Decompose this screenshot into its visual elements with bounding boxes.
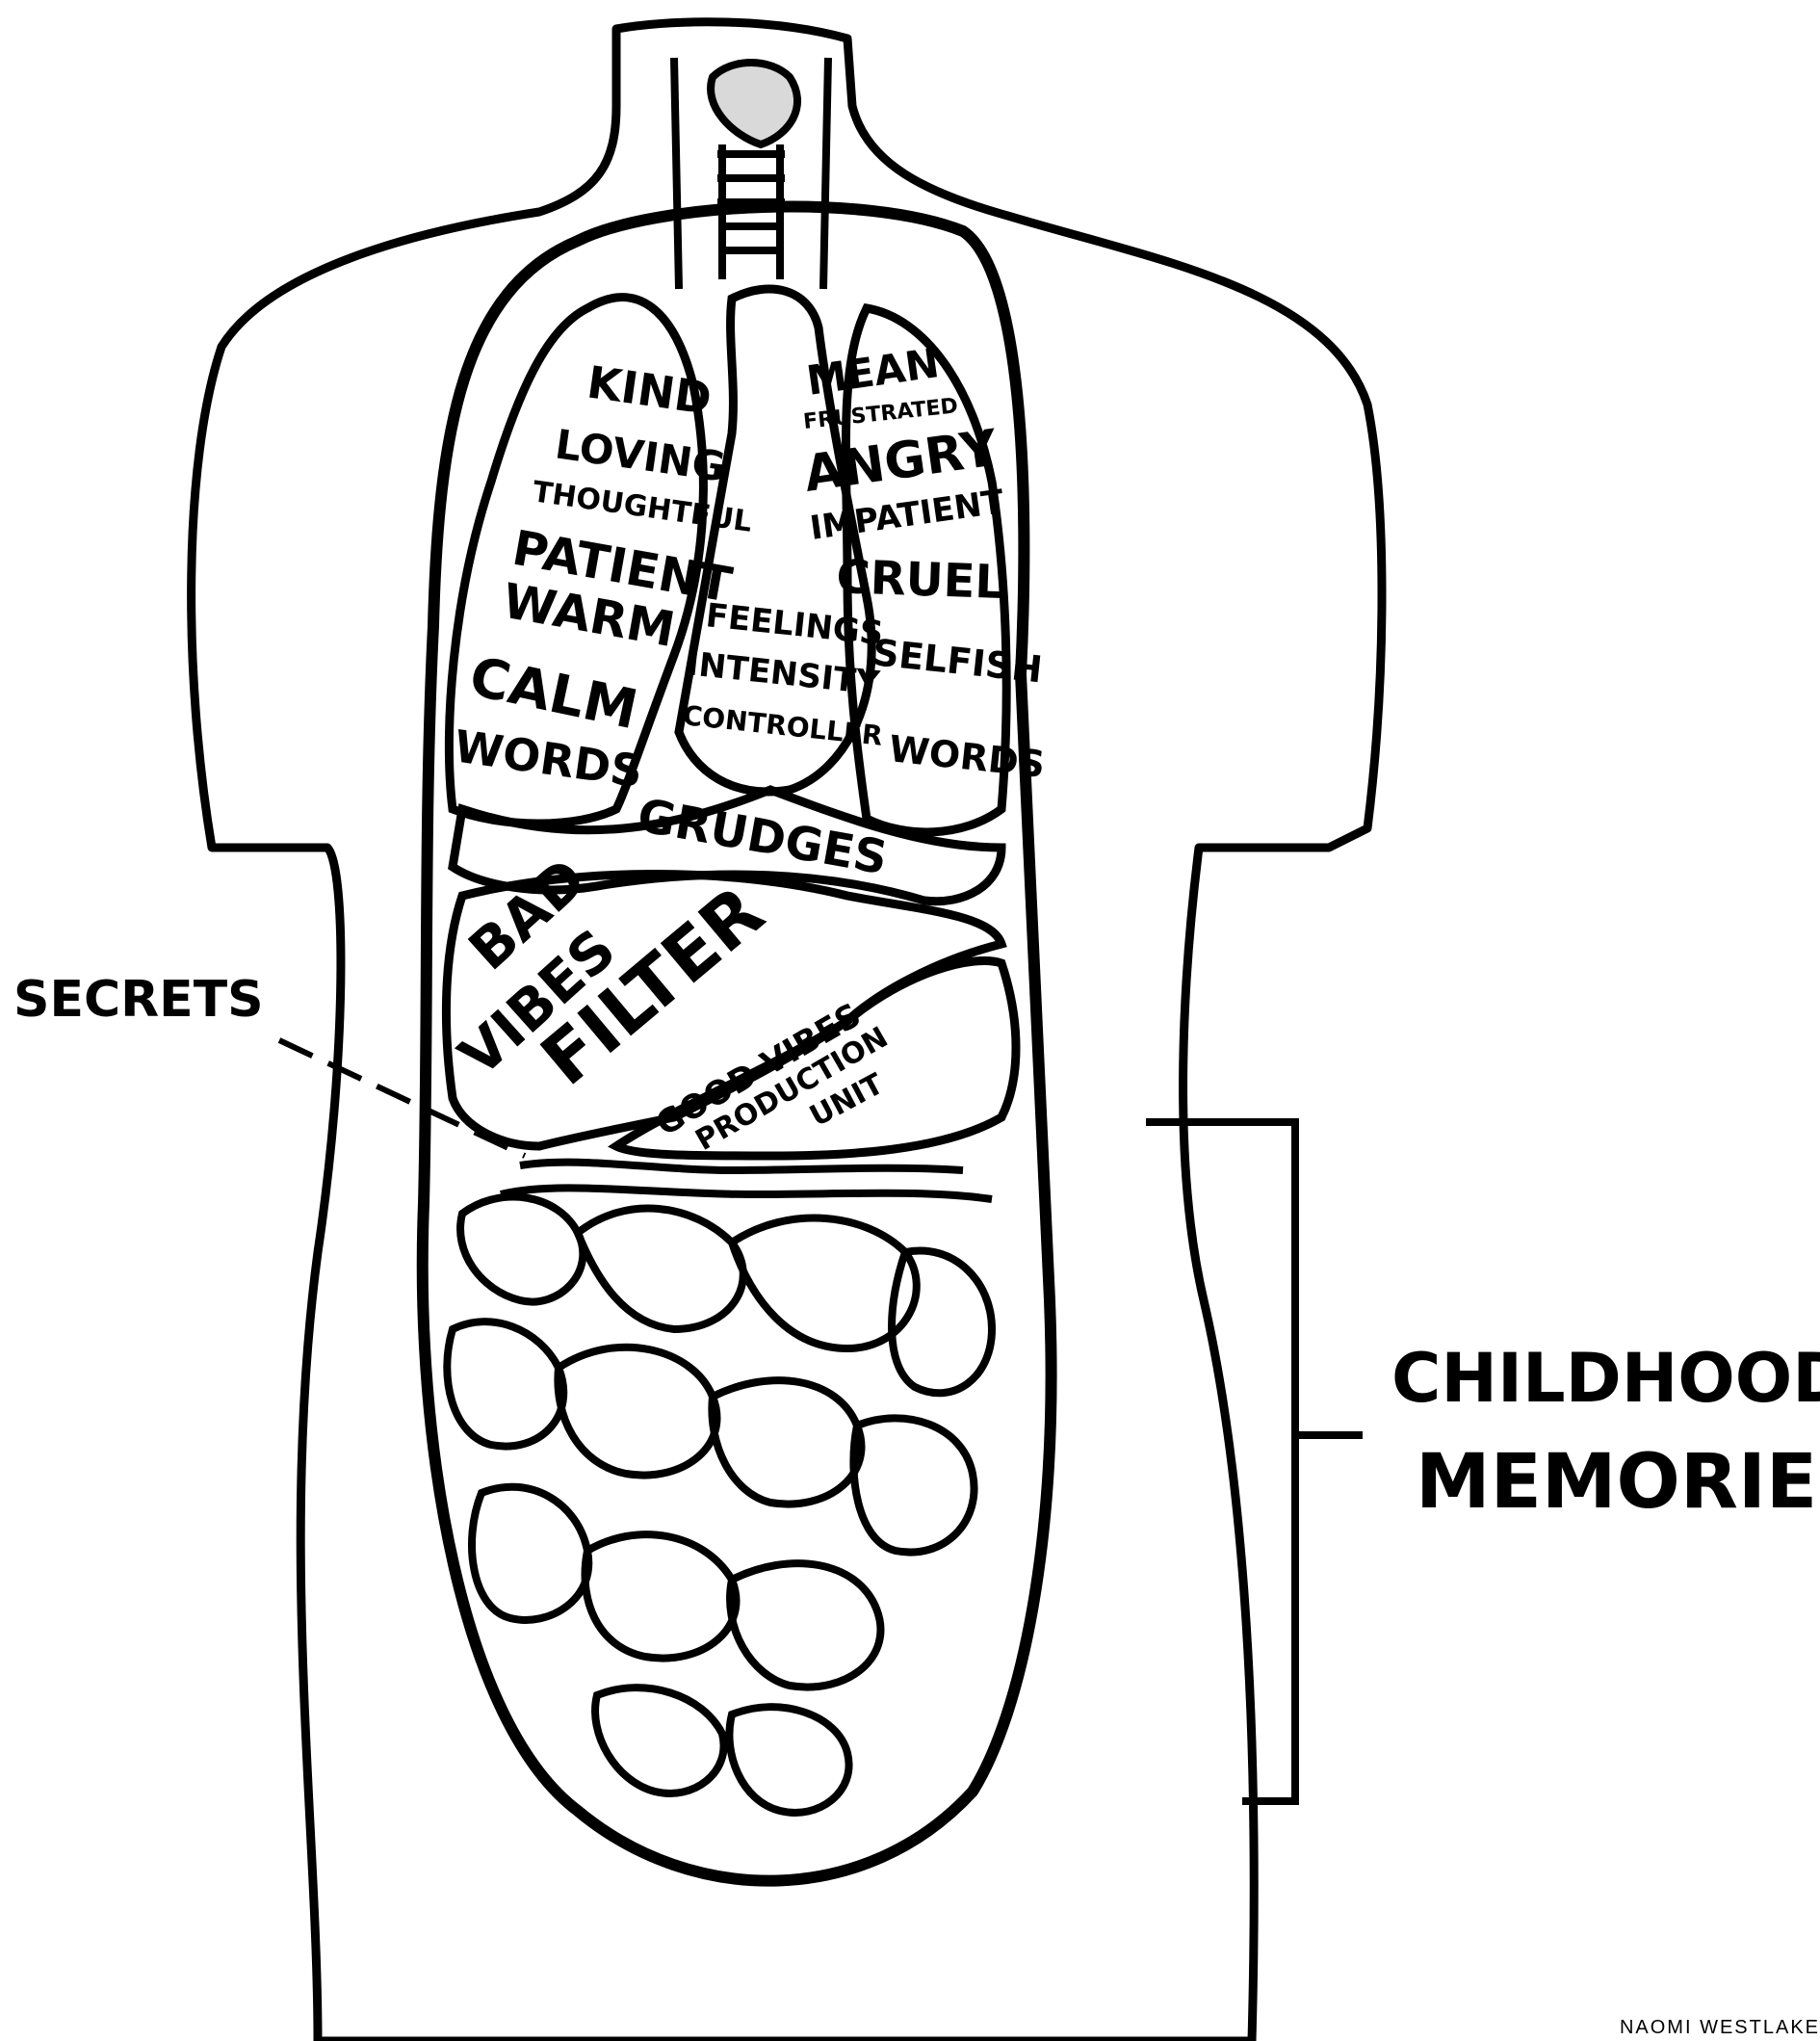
trachea	[674, 58, 828, 289]
label-kind: KIND	[584, 355, 715, 424]
label-feelings: FEELINGS	[704, 596, 885, 653]
label-cruel: CRUEL	[836, 550, 1005, 610]
intestines	[447, 1163, 992, 1813]
label-secrets: SECRETS	[13, 971, 264, 1029]
artist-credit: NAOMI WESTLAKE	[1620, 2017, 1820, 2039]
label-memories: MEMORIES	[1416, 1439, 1820, 1526]
label-childhood: CHILDHOOD	[1391, 1339, 1820, 1418]
